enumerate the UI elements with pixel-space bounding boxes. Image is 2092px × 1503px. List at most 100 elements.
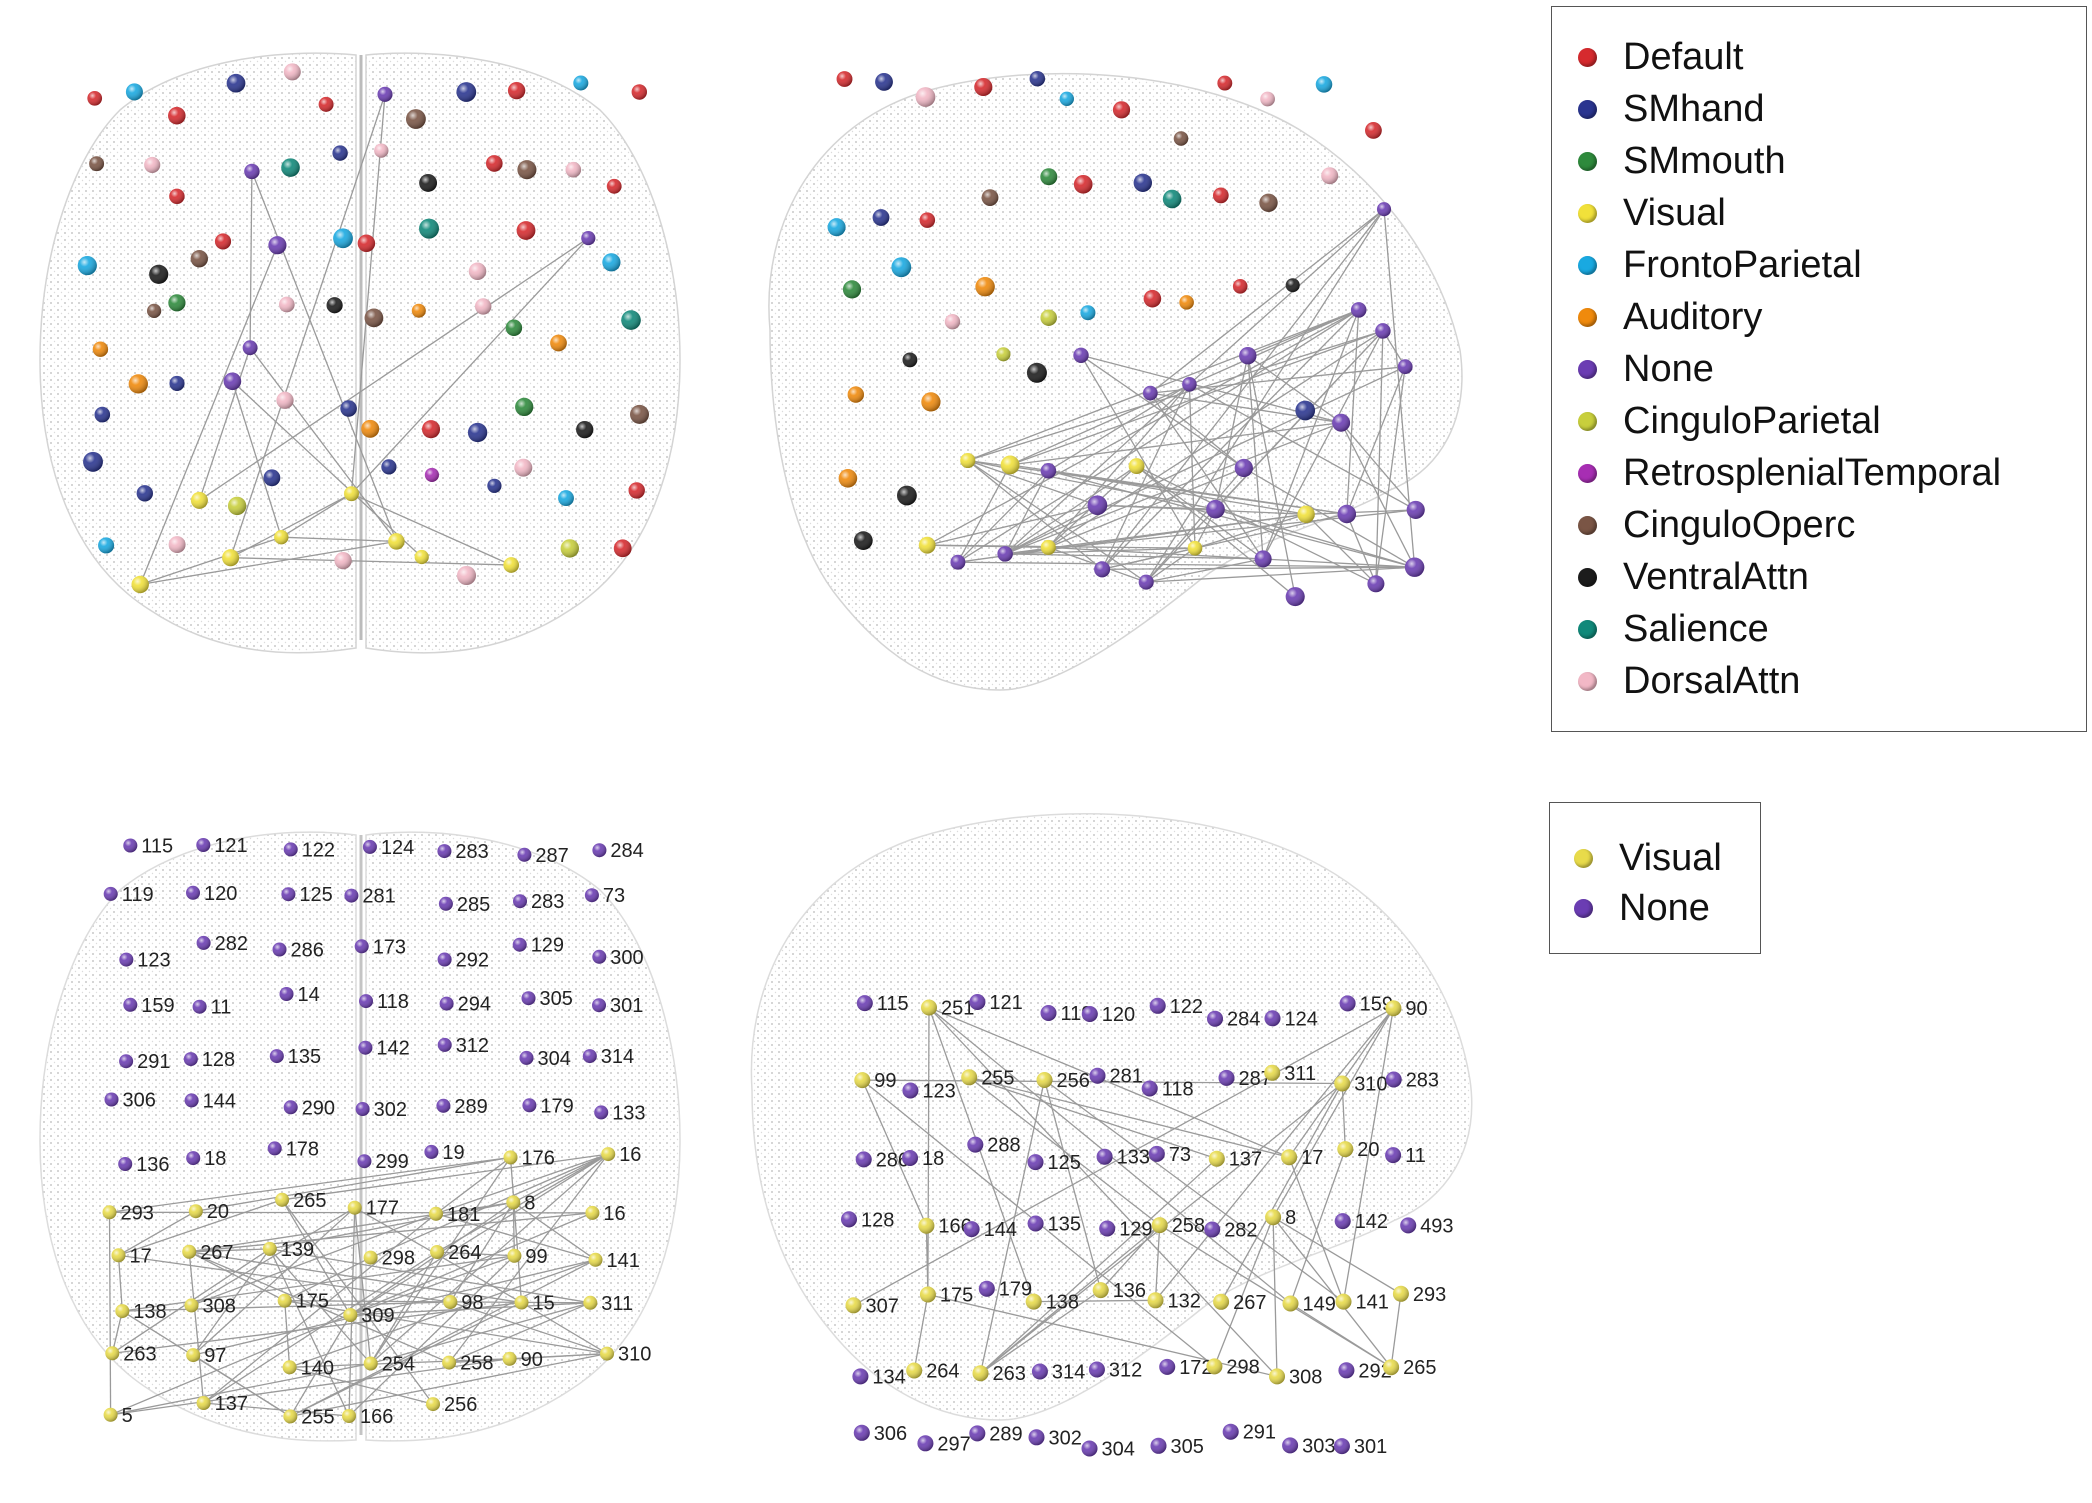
legend-swatch [1578, 619, 1597, 639]
node-frontoparietal [891, 257, 912, 278]
node-label: 16 [619, 1144, 641, 1166]
node-sphere [277, 1293, 292, 1308]
node-sphere [102, 1205, 117, 1220]
network-edge [980, 1158, 1218, 1374]
node-label: 90 [1405, 998, 1427, 1020]
sagittal-node: 133 [1096, 1147, 1150, 1169]
node-sphere [279, 987, 294, 1001]
sagittal-node: 122 [1149, 996, 1203, 1018]
node-sphere [1150, 1437, 1167, 1454]
node-sphere [1028, 1429, 1045, 1446]
node-smhand [381, 459, 397, 475]
network-edge [1102, 566, 1415, 570]
sagittal-node: 142 [1334, 1211, 1388, 1233]
node-sphere [521, 991, 536, 1006]
node-sphere [196, 1396, 211, 1410]
node-sphere [582, 1049, 597, 1064]
sagittal-node: 310 [1334, 1074, 1388, 1096]
node-ventralattn [902, 352, 918, 368]
node-label: 291 [137, 1051, 170, 1073]
node-sphere [1099, 1220, 1116, 1237]
node-label: 310 [1354, 1074, 1387, 1096]
network-edge [1340, 422, 1417, 511]
network-edge [289, 1366, 434, 1405]
node-cingulooperc [190, 250, 208, 268]
axial-node: 135 [269, 1046, 321, 1068]
sagittal-node: 308 [1269, 1366, 1322, 1388]
node-smhand [340, 400, 357, 417]
node-sphere [344, 888, 359, 903]
sagittal-node: 314 [1031, 1362, 1085, 1384]
sagittal-node: 281 [1089, 1066, 1143, 1088]
node-auditory [921, 392, 941, 412]
legend-swatch [1578, 307, 1597, 327]
legend-label: RetrosplenialTemporal [1623, 452, 2002, 494]
network-edge [969, 1076, 1290, 1158]
node-label: 312 [1109, 1360, 1142, 1382]
network-edge [512, 1201, 596, 1261]
node-label: 298 [382, 1248, 415, 1270]
node-smhand [872, 209, 890, 226]
legend-item-dorsalattn: DorsalAttn [1578, 655, 2086, 707]
node-label: 149 [1303, 1294, 1336, 1316]
node-sphere [183, 1052, 198, 1067]
network-edge [1145, 467, 1245, 583]
node-label: 283 [531, 891, 564, 913]
axial-node: 176 [503, 1147, 555, 1169]
network-edge [1247, 355, 1296, 597]
node-smhand [456, 82, 477, 102]
node-ventralattn [576, 420, 594, 439]
node-ventralattn [1026, 362, 1047, 383]
node-default [1073, 174, 1093, 194]
network-edge [957, 561, 1415, 568]
node-sphere [1151, 1217, 1168, 1234]
network-edge [109, 1156, 511, 1213]
node-salience [1162, 189, 1182, 209]
network-edge [249, 347, 397, 542]
node-default [631, 84, 647, 100]
network-edge [512, 1202, 516, 1256]
network-edge [1100, 1224, 1161, 1291]
sagittal-node: 251 [921, 998, 974, 1020]
node-label: 256 [1057, 1070, 1090, 1092]
brain-outline-sagittal-sub [750, 813, 1473, 1421]
node-sphere [1213, 1293, 1230, 1310]
node-sphere [436, 1098, 451, 1113]
node-smhand [94, 406, 111, 423]
node-sphere [269, 1049, 284, 1064]
node-label: 20 [207, 1201, 229, 1223]
network-edge [521, 1301, 608, 1355]
network-edge [110, 1358, 510, 1416]
node-label: 128 [202, 1049, 235, 1071]
network-edge [449, 1202, 514, 1303]
node-sphere [1089, 1067, 1106, 1084]
network-edge [1136, 465, 1264, 560]
axial-node: 286 [272, 940, 324, 962]
node-label: 267 [1233, 1292, 1266, 1314]
node-default [214, 233, 232, 250]
node-sphere [358, 1040, 373, 1055]
sagittal-node: 8 [1265, 1207, 1296, 1229]
node-label: 264 [448, 1242, 481, 1264]
network-edge [1341, 1083, 1346, 1150]
node-none [242, 340, 258, 356]
network-edge [111, 1310, 123, 1354]
legend-label: Auditory [1623, 296, 1763, 338]
node-sphere [514, 1295, 529, 1310]
node-sphere [1206, 1358, 1223, 1375]
axial-node: 140 [282, 1357, 334, 1379]
node-dorsalattn [278, 296, 295, 313]
node-label: 119 [122, 884, 154, 906]
network-edge [1004, 465, 1137, 555]
node-frontoparietal [573, 75, 589, 91]
network-edge [1004, 470, 1049, 555]
node-label: 141 [1356, 1292, 1389, 1314]
network-edge [231, 380, 423, 558]
node-sphere [845, 1297, 862, 1314]
axial-node: 16 [601, 1144, 641, 1166]
sagittal-node: 166 [918, 1216, 972, 1238]
node-dorsalattn [565, 161, 582, 178]
node-auditory [1179, 295, 1194, 310]
node-label: 286 [291, 940, 324, 962]
